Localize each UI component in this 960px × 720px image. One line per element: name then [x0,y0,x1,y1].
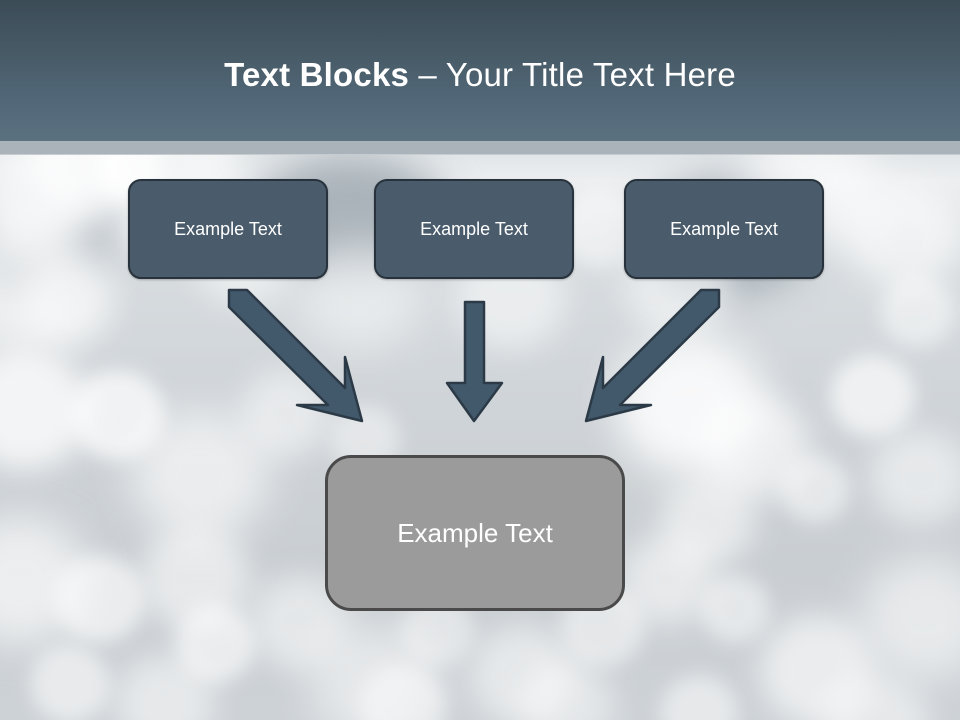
text-block-1-label: Example Text [174,218,282,239]
page-title: Text Blocks – Your Title Text Here [0,55,960,95]
result-block-label: Example Text [397,517,553,548]
text-block-2[interactable]: Example Text [374,179,574,279]
page-title-strong: Text Blocks [224,56,410,93]
text-block-3-label: Example Text [670,218,778,239]
page-title-dash: – [409,56,446,93]
result-block[interactable]: Example Text [325,455,625,611]
text-block-2-label: Example Text [420,218,528,239]
text-block-3[interactable]: Example Text [624,179,824,279]
header-bar: Text Blocks – Your Title Text Here [0,0,960,141]
text-block-1[interactable]: Example Text [128,179,328,279]
page-title-rest: Your Title Text Here [445,56,736,93]
